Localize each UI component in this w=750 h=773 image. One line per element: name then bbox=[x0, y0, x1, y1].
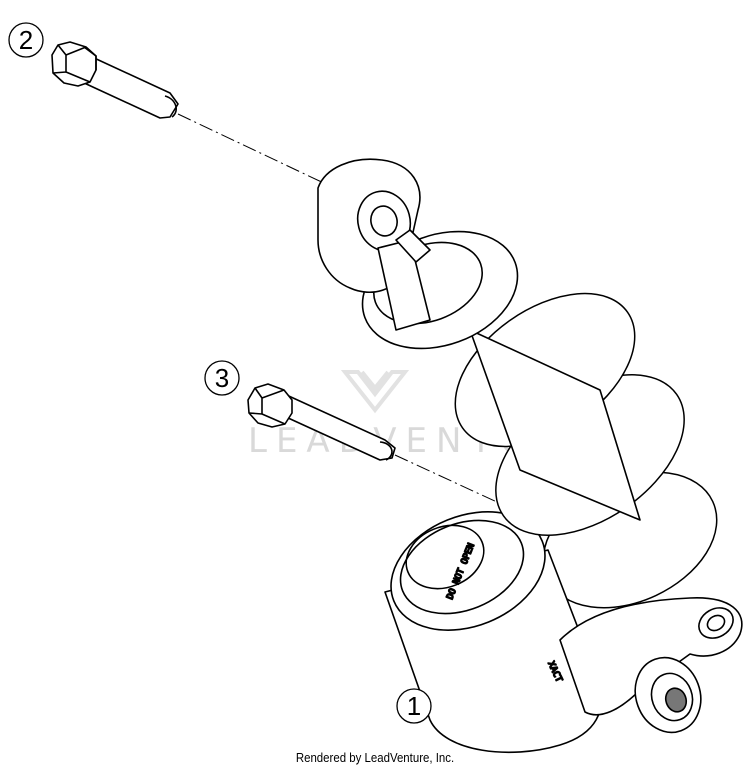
shock-absorber[interactable]: DO NOT OPEN XACT bbox=[317, 158, 743, 754]
callout-circle bbox=[8, 22, 44, 58]
callout-circle bbox=[396, 688, 432, 724]
alignment-line-upper bbox=[177, 113, 331, 187]
bolt-lower[interactable] bbox=[247, 383, 396, 461]
callout-number: 3 bbox=[215, 363, 229, 393]
adjuster-knob[interactable] bbox=[625, 648, 711, 741]
lower-clevis bbox=[559, 597, 743, 716]
callout-3[interactable]: 3 bbox=[204, 360, 240, 396]
render-credit: Rendered by LeadVenture, Inc. bbox=[295, 750, 455, 765]
callout-1[interactable]: 1 bbox=[396, 688, 432, 724]
bolt-upper[interactable] bbox=[51, 41, 179, 119]
callout-number: 1 bbox=[407, 691, 421, 721]
callout-circle bbox=[204, 360, 240, 396]
alignment-lines bbox=[177, 113, 526, 516]
callout-number: 2 bbox=[19, 25, 33, 55]
callout-2[interactable]: 2 bbox=[8, 22, 44, 58]
damper-body bbox=[469, 329, 641, 521]
watermark-logo-icon bbox=[340, 370, 410, 414]
